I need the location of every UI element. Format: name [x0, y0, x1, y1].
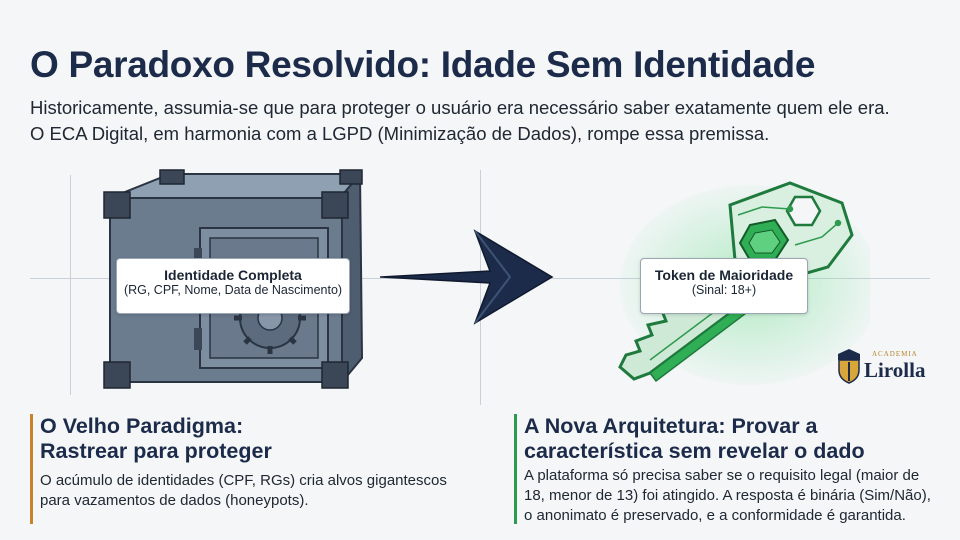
- new-body-line-1: A plataforma só precisa saber se o requi…: [524, 467, 920, 484]
- old-identity-label: Identidade Completa (RG, CPF, Nome, Data…: [116, 258, 350, 314]
- new-body-line-3: o anonimato é preservado, e a conformida…: [524, 507, 906, 524]
- old-heading-line-1: O Velho Paradigma:: [40, 414, 244, 438]
- old-heading-line-2: Rastrear para proteger: [40, 439, 272, 463]
- intro-line-1: Historicamente, assumia-se que para prot…: [30, 97, 890, 118]
- arrow-icon: [380, 229, 554, 325]
- new-heading-line-1: A Nova Arquitetura: Provar a: [524, 414, 818, 438]
- old-section-body: O acúmulo de identidades (CPF, RGs) cria…: [30, 471, 447, 511]
- logo-small-text: ACADEMIA: [872, 350, 918, 358]
- old-label-title: Identidade Completa: [164, 267, 302, 283]
- shield-icon: [838, 349, 860, 384]
- new-section-body: A plataforma só precisa saber se o requi…: [514, 466, 931, 526]
- page-title: O Paradoxo Resolvido: Idade Sem Identida…: [30, 44, 816, 85]
- grid-line-vertical: [480, 170, 481, 405]
- new-heading-line-2: característica sem revelar o dado: [524, 439, 865, 463]
- intro-line-2: O ECA Digital, em harmonia com a LGPD (M…: [30, 123, 770, 144]
- new-body-line-2: 18, menor de 13) foi atingido. A respost…: [524, 487, 931, 504]
- new-section-accent-bar: [514, 414, 517, 524]
- old-section-accent-bar: [30, 414, 33, 524]
- new-label-title: Token de Maioridade: [654, 267, 794, 283]
- old-body-line-1: O acúmulo de identidades (CPF, RGs) cria…: [40, 472, 447, 489]
- old-body-line-2: para vazamentos de dados (honeypots).: [40, 492, 309, 509]
- intro-text: Historicamente, assumia-se que para prot…: [30, 95, 940, 147]
- grid-line-vertical-left: [70, 175, 71, 395]
- new-token-label: Token de Maioridade (Sinal: 18+): [640, 258, 808, 314]
- academia-lirolla-logo: ACADEMIA Lirolla: [836, 348, 936, 388]
- new-label-subtitle: (Sinal: 18+): [691, 283, 757, 297]
- old-label-subtitle: (RG, CPF, Nome, Data de Nascimento): [123, 283, 343, 297]
- logo-name: Lirolla: [864, 358, 926, 382]
- new-section-heading: A Nova Arquitetura: Provar a característ…: [514, 414, 865, 464]
- old-section-heading: O Velho Paradigma: Rastrear para protege…: [30, 414, 272, 464]
